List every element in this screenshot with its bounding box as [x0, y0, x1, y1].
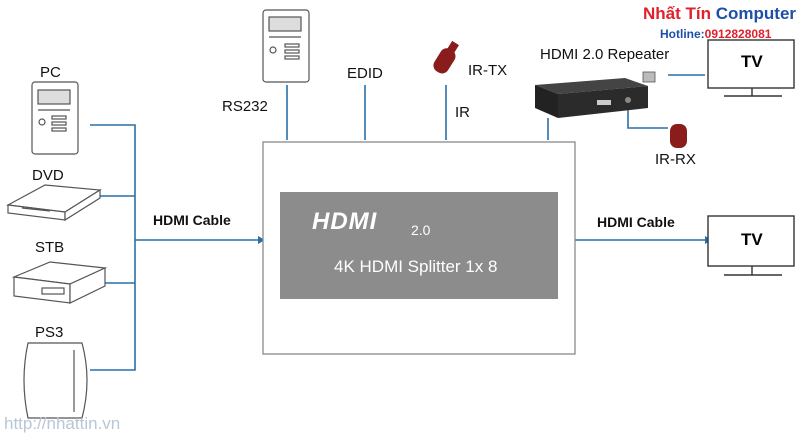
- hotline-label: Hotline:: [660, 27, 705, 41]
- ps3-label: PS3: [35, 324, 64, 341]
- hotline: Hotline:0912828081: [660, 27, 771, 41]
- stb-label: STB: [35, 239, 65, 256]
- dvd-label: DVD: [32, 167, 64, 184]
- ir-label: IR: [455, 104, 470, 121]
- brand-name: Nhất Tín Computer: [643, 4, 796, 24]
- ir-rx-receiver-icon: [670, 124, 687, 148]
- ir-tx-label: IR-TX: [468, 62, 508, 79]
- left-hdmi-cable-label: HDMI Cable: [153, 212, 231, 228]
- tv-top-label: TV: [741, 52, 763, 71]
- rs232-controller-icon: [262, 9, 310, 83]
- ir-tx-emitter-icon: [433, 40, 459, 74]
- ir-rx-line: [627, 105, 668, 129]
- brand-name-part1: Nhất Tín: [643, 4, 711, 23]
- source-bus-line: [90, 124, 136, 371]
- ps3-console-icon: [23, 342, 88, 419]
- hdmi-logo: HDMI: [312, 208, 378, 235]
- ir-rx-label: IR-RX: [655, 151, 696, 168]
- set-top-box-icon: [11, 261, 108, 304]
- left-arrow-head: [258, 236, 265, 244]
- hdmi-version: 2.0: [411, 222, 431, 238]
- rs232-label: RS232: [222, 98, 268, 115]
- tv-top-icon: [707, 39, 795, 97]
- hotline-number: 0912828081: [704, 27, 772, 41]
- tv-bottom-icon: [707, 215, 795, 276]
- tv-bottom-label: TV: [741, 230, 763, 249]
- hdmi-repeater-icon: [535, 71, 656, 118]
- website-url: http://nhattin.vn: [4, 414, 121, 433]
- dvd-player-icon: [6, 184, 102, 222]
- brand-name-part2: Computer: [715, 4, 797, 23]
- pc-tower-icon: [31, 81, 79, 155]
- right-hdmi-cable-label: HDMI Cable: [597, 214, 675, 230]
- splitter-title: 4K HDMI Splitter 1x 8: [334, 257, 498, 276]
- repeater-label: HDMI 2.0 Repeater: [540, 46, 670, 63]
- splitter-panel: [280, 192, 558, 299]
- pc-label: PC: [40, 64, 61, 81]
- edid-label: EDID: [347, 65, 383, 82]
- connection-lines: [90, 74, 705, 371]
